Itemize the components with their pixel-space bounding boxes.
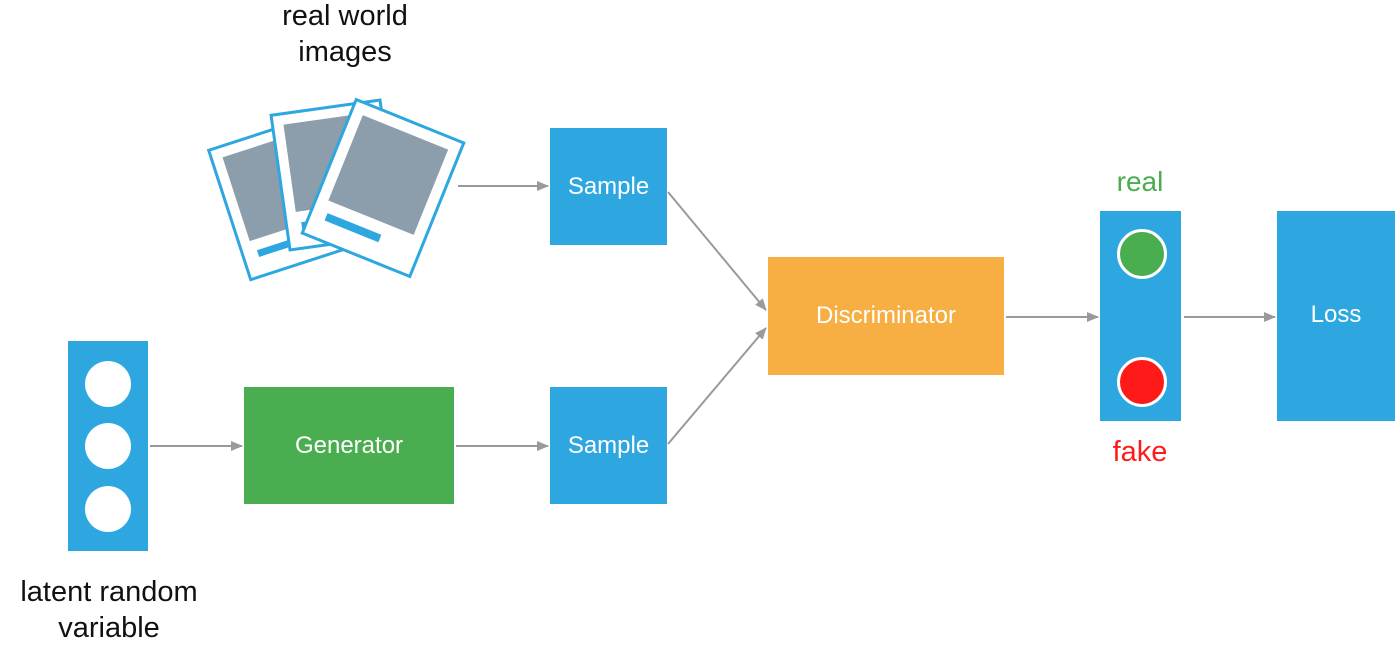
sample-box-bottom: Sample (550, 387, 667, 504)
photo-stack-icon (206, 97, 466, 282)
fake-label: fake (1112, 436, 1168, 468)
arrow-sample-top-to-discriminator (667, 191, 767, 311)
latent-random-variable-label: latent random variable (0, 574, 218, 646)
latent-vector (68, 341, 148, 551)
arrow-sample-bottom-to-discriminator (667, 327, 767, 445)
real-world-line1: real world (282, 0, 408, 32)
discriminator-box: Discriminator (768, 257, 1004, 375)
latent-node (85, 423, 131, 469)
real-world-line2: images (298, 36, 392, 68)
loss-box: Loss (1277, 211, 1395, 421)
real-label: real (1116, 166, 1164, 197)
latent-line2: variable (58, 612, 160, 644)
real-indicator (1117, 229, 1167, 279)
output-box (1100, 211, 1181, 421)
latent-node (85, 486, 131, 532)
fake-indicator (1117, 357, 1167, 407)
real-world-images-label: real world images (245, 0, 445, 70)
latent-line1: latent random (20, 576, 198, 608)
sample-box-top: Sample (550, 128, 667, 245)
latent-node (85, 361, 131, 407)
generator-box: Generator (244, 387, 454, 504)
